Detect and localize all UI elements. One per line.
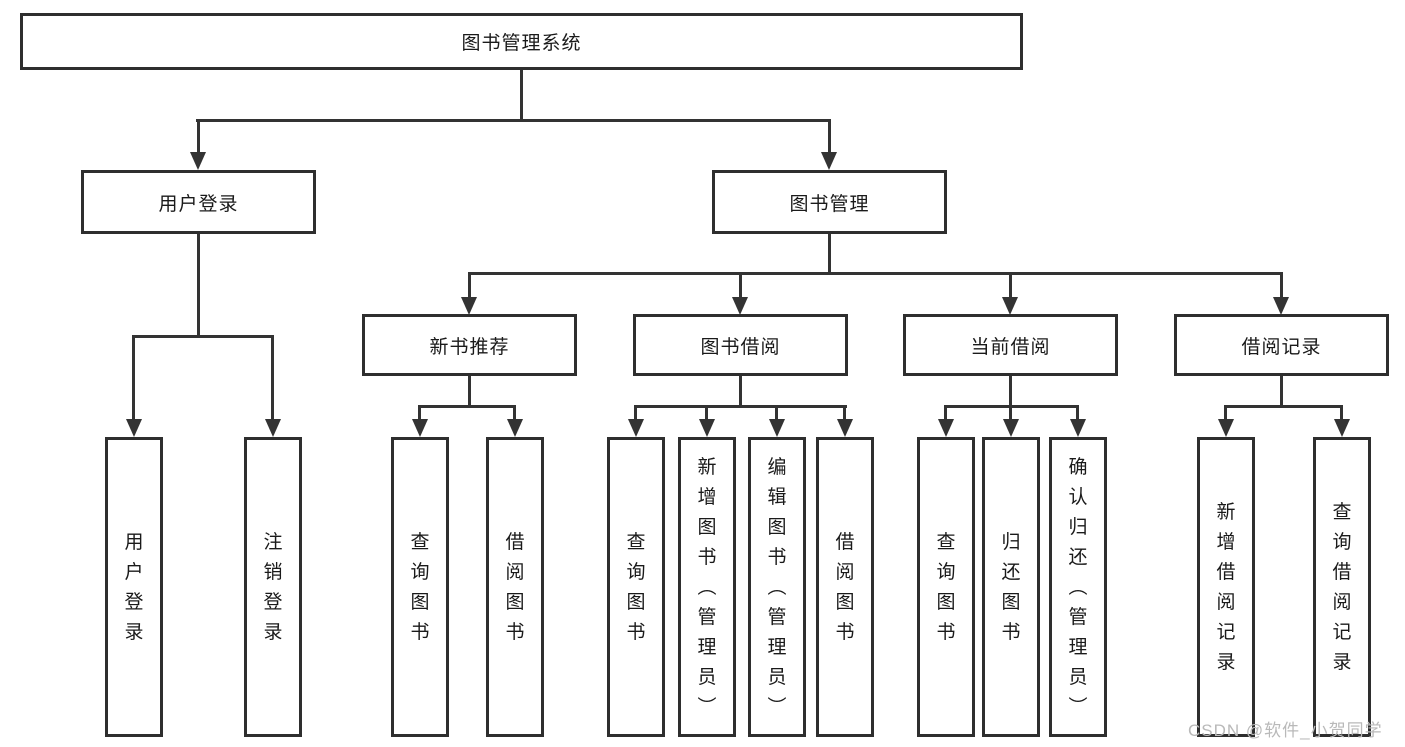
connector-line bbox=[1009, 272, 1012, 299]
arrow-down-icon bbox=[699, 419, 715, 437]
arrow-down-icon bbox=[628, 419, 644, 437]
leaf-search-books-current: 查询图书 bbox=[917, 437, 975, 737]
connector-line bbox=[196, 119, 831, 122]
connector-line bbox=[1280, 272, 1283, 299]
arrow-down-icon bbox=[1218, 419, 1234, 437]
arrow-down-icon bbox=[1334, 419, 1350, 437]
node-book-management-label: 图书管理 bbox=[789, 193, 870, 215]
connector-line bbox=[197, 119, 200, 155]
connector-line bbox=[1340, 405, 1343, 421]
node-current-borrowing-label: 当前借阅 bbox=[970, 336, 1051, 358]
connector-line bbox=[468, 272, 1283, 275]
node-book-borrowing: 图书借阅 bbox=[633, 314, 848, 376]
connector-line bbox=[828, 234, 831, 272]
connector-line bbox=[739, 376, 742, 405]
leaf-borrow-books-borrowing-label: 借阅图书 bbox=[835, 531, 855, 643]
leaf-search-books-recommend: 查询图书 bbox=[391, 437, 449, 737]
connector-line bbox=[634, 405, 637, 421]
leaf-search-books-current-label: 查询图书 bbox=[936, 531, 956, 643]
connector-line bbox=[468, 376, 471, 405]
connector-line bbox=[513, 405, 516, 421]
connector-line bbox=[828, 119, 831, 155]
leaf-borrow-books-recommend-label: 借阅图书 bbox=[505, 531, 525, 643]
connector-line bbox=[132, 335, 274, 338]
connector-line bbox=[739, 272, 742, 299]
connector-line bbox=[705, 405, 708, 421]
arrow-down-icon bbox=[938, 419, 954, 437]
arrow-down-icon bbox=[507, 419, 523, 437]
connector-line bbox=[1009, 376, 1012, 405]
arrow-down-icon bbox=[265, 419, 281, 437]
node-new-book-recommend-label: 新书推荐 bbox=[429, 336, 510, 358]
arrow-down-icon bbox=[126, 419, 142, 437]
connector-line bbox=[1224, 405, 1343, 408]
leaf-search-books-borrowing: 查询图书 bbox=[607, 437, 665, 737]
leaf-search-books-borrowing-label: 查询图书 bbox=[626, 531, 646, 643]
leaf-confirm-return-admin: 确认归还︵管理员︶ bbox=[1049, 437, 1107, 737]
leaf-search-books-recommend-label: 查询图书 bbox=[410, 531, 430, 643]
leaf-borrow-books-recommend: 借阅图书 bbox=[486, 437, 544, 737]
connector-line bbox=[418, 405, 421, 421]
arrow-down-icon bbox=[1273, 297, 1289, 315]
leaf-edit-book-admin-label: 编辑图书︵管理员︶ bbox=[767, 456, 787, 718]
node-new-book-recommend: 新书推荐 bbox=[362, 314, 577, 376]
leaf-user-login-label: 用户登录 bbox=[124, 531, 144, 643]
arrow-down-icon bbox=[1003, 419, 1019, 437]
leaf-return-books: 归还图书 bbox=[982, 437, 1040, 737]
connector-line bbox=[843, 405, 846, 421]
connector-line bbox=[520, 70, 523, 119]
leaf-add-borrow-record-label: 新增借阅记录 bbox=[1216, 501, 1236, 673]
leaf-add-book-admin: 新增图书︵管理员︶ bbox=[678, 437, 736, 737]
leaf-confirm-return-admin-label: 确认归还︵管理员︶ bbox=[1068, 456, 1088, 718]
node-borrowing-records-label: 借阅记录 bbox=[1241, 336, 1322, 358]
node-user-login: 用户登录 bbox=[81, 170, 316, 234]
arrow-down-icon bbox=[190, 152, 206, 170]
node-borrowing-records: 借阅记录 bbox=[1174, 314, 1389, 376]
node-book-borrowing-label: 图书借阅 bbox=[700, 336, 781, 358]
node-current-borrowing: 当前借阅 bbox=[903, 314, 1118, 376]
connector-line bbox=[1009, 405, 1012, 421]
arrow-down-icon bbox=[769, 419, 785, 437]
node-root-label: 图书管理系统 bbox=[461, 33, 582, 54]
connector-line bbox=[775, 405, 778, 421]
connector-line bbox=[468, 272, 471, 299]
node-book-management: 图书管理 bbox=[712, 170, 947, 234]
leaf-search-borrow-record-label: 查询借阅记录 bbox=[1332, 501, 1352, 673]
arrow-down-icon bbox=[732, 297, 748, 315]
connector-line bbox=[1076, 405, 1079, 421]
arrow-down-icon bbox=[1002, 297, 1018, 315]
connector-line bbox=[1280, 376, 1283, 405]
leaf-edit-book-admin: 编辑图书︵管理员︶ bbox=[748, 437, 806, 737]
watermark: CSDN @软件_小贺同学 bbox=[1188, 721, 1383, 740]
arrow-down-icon bbox=[412, 419, 428, 437]
connector-line bbox=[418, 405, 516, 408]
connector-line bbox=[271, 335, 274, 421]
leaf-borrow-books-borrowing: 借阅图书 bbox=[816, 437, 874, 737]
node-user-login-label: 用户登录 bbox=[158, 193, 239, 215]
connector-line bbox=[132, 335, 135, 421]
arrow-down-icon bbox=[461, 297, 477, 315]
node-root: 图书管理系统 bbox=[20, 13, 1023, 70]
connector-line bbox=[197, 234, 200, 335]
connector-line bbox=[1224, 405, 1227, 421]
leaf-add-book-admin-label: 新增图书︵管理员︶ bbox=[697, 456, 717, 718]
leaf-logout-label: 注销登录 bbox=[263, 531, 283, 643]
arrow-down-icon bbox=[1070, 419, 1086, 437]
arrow-down-icon bbox=[821, 152, 837, 170]
leaf-logout: 注销登录 bbox=[244, 437, 302, 737]
leaf-search-borrow-record: 查询借阅记录 bbox=[1313, 437, 1371, 737]
connector-line bbox=[944, 405, 947, 421]
leaf-return-books-label: 归还图书 bbox=[1001, 531, 1021, 643]
arrow-down-icon bbox=[837, 419, 853, 437]
leaf-add-borrow-record: 新增借阅记录 bbox=[1197, 437, 1255, 737]
leaf-user-login: 用户登录 bbox=[105, 437, 163, 737]
connector-line bbox=[634, 405, 847, 408]
